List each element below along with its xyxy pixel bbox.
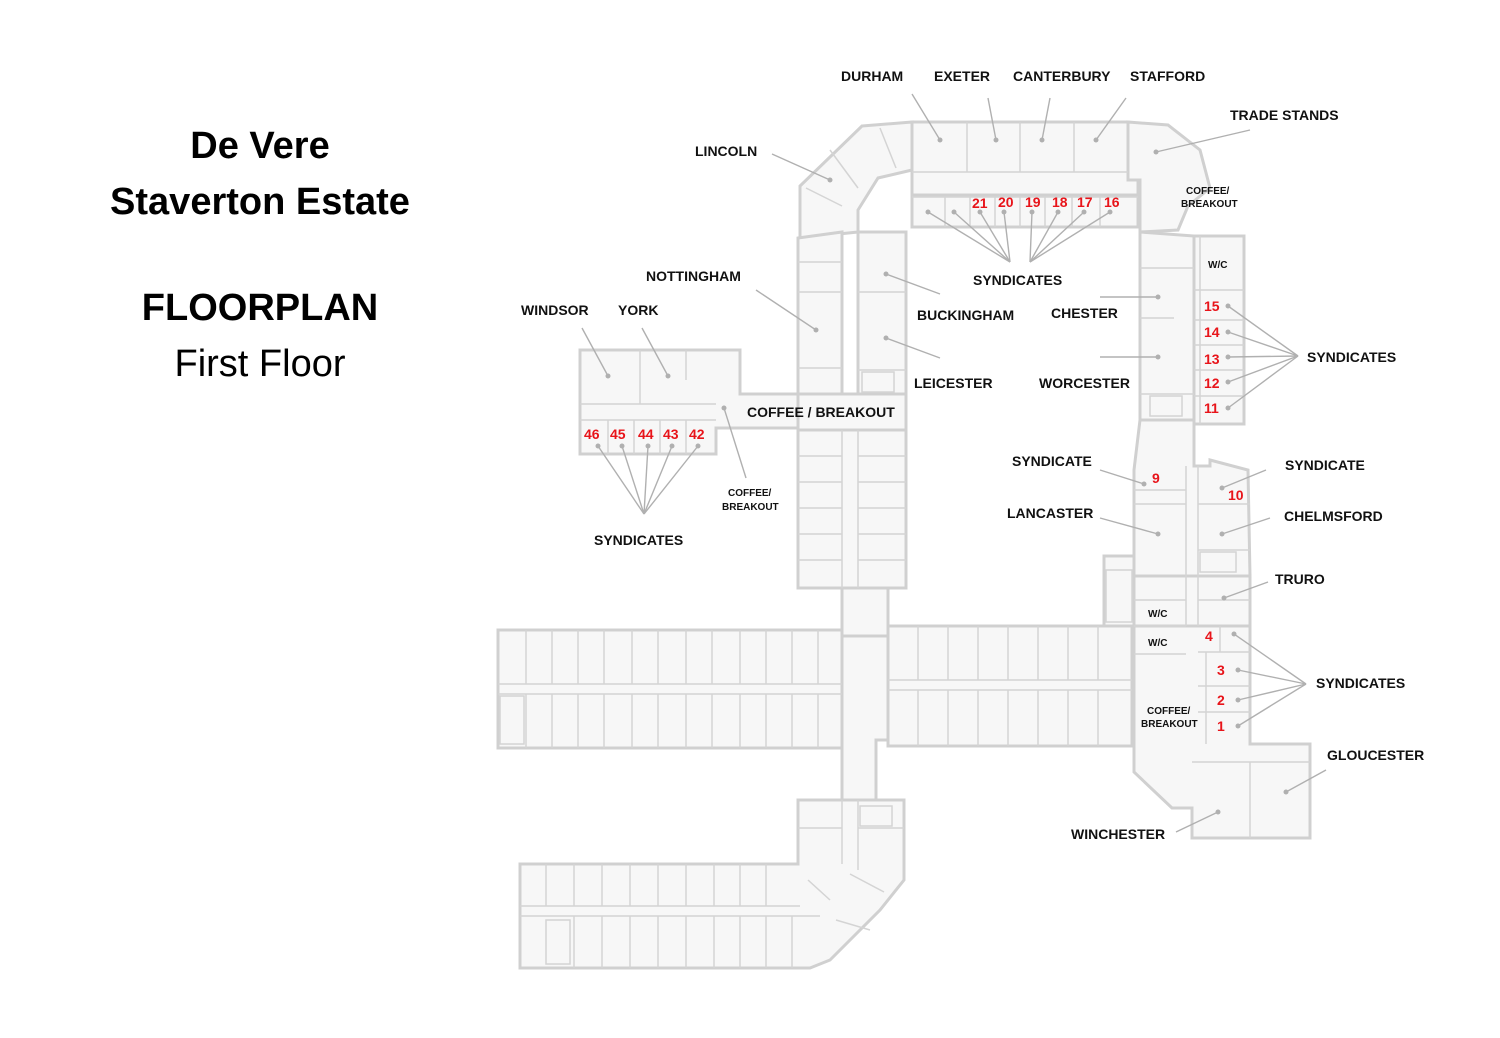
room-labels: DURHAM EXETER CANTERBURY STAFFORD TRADE … [521, 68, 1424, 842]
label-chester: CHESTER [1051, 305, 1118, 321]
label-wc-1: W/C [1148, 609, 1167, 620]
label-durham: DURHAM [841, 68, 903, 84]
central-stair [840, 586, 890, 638]
label-coffee-breakout-center: COFFEE / BREAKOUT [747, 404, 895, 420]
east-syndicates [1192, 234, 1246, 426]
label-coffee-left-1: COFFEE/ [728, 488, 772, 499]
label-buckingham: BUCKINGHAM [917, 307, 1014, 323]
trade-stands [1126, 120, 1212, 234]
west-wing [496, 628, 844, 750]
room-number-13: 13 [1204, 351, 1220, 367]
room-number-19: 19 [1025, 194, 1041, 210]
label-syndicates-top: SYNDICATES [973, 272, 1062, 288]
lincoln-wing [798, 120, 914, 240]
room-number-46: 46 [584, 426, 600, 442]
room-number-12: 12 [1204, 375, 1220, 391]
floor-name: First Floor [174, 343, 346, 385]
estate-name: Staverton Estate [110, 181, 410, 223]
label-canterbury: CANTERBURY [1013, 68, 1111, 84]
building-outline [496, 120, 1312, 970]
label-wc-right: W/C [1208, 260, 1227, 271]
label-coffee-top-1: COFFEE/ [1186, 186, 1230, 197]
room-number-45: 45 [610, 426, 626, 442]
label-syndicates-bottom: SYNDICATES [1316, 675, 1405, 691]
room-number-15: 15 [1204, 298, 1220, 314]
central-hub [840, 634, 890, 802]
label-leicester: LEICESTER [914, 375, 993, 391]
label-windsor: WINDSOR [521, 302, 589, 318]
room-numbers: 21 20 19 18 17 16 15 14 13 12 11 46 45 4… [584, 194, 1244, 734]
room-number-20: 20 [998, 194, 1014, 210]
north-wing [910, 120, 1140, 197]
label-lincoln: LINCOLN [695, 143, 757, 159]
floorplan-heading: FLOORPLAN [141, 287, 379, 329]
label-york: YORK [618, 302, 658, 318]
nottingham-wing [796, 230, 844, 396]
chester-wing [1138, 230, 1196, 422]
lancaster-stair [1102, 554, 1136, 628]
label-worcester: WORCESTER [1039, 375, 1130, 391]
room-number-3: 3 [1217, 662, 1225, 678]
label-wc-2: W/C [1148, 638, 1167, 649]
room-number-1: 1 [1217, 718, 1225, 734]
label-syndicate-10: SYNDICATE [1285, 457, 1365, 473]
east-wing [886, 624, 1134, 748]
room-number-11: 11 [1204, 400, 1219, 416]
label-syndicate-9: SYNDICATE [1012, 453, 1092, 469]
label-stafford: STAFFORD [1130, 68, 1205, 84]
room-number-9: 9 [1152, 470, 1160, 486]
label-syndicates-right: SYNDICATES [1307, 349, 1396, 365]
room-number-4: 4 [1205, 628, 1213, 644]
room-number-43: 43 [663, 426, 679, 442]
label-lancaster: LANCASTER [1007, 505, 1093, 521]
label-coffee-bottom-1: COFFEE/ [1147, 706, 1191, 717]
leader-lines [581, 93, 1327, 833]
label-coffee-top-2: BREAKOUT [1181, 199, 1238, 210]
room-number-42: 42 [689, 426, 705, 442]
label-truro: TRURO [1275, 571, 1325, 587]
label-nottingham: NOTTINGHAM [646, 268, 741, 284]
label-exeter: EXETER [934, 68, 990, 84]
label-gloucester: GLOUCESTER [1327, 747, 1424, 763]
room-number-44: 44 [638, 426, 654, 442]
label-trade-stands: TRADE STANDS [1230, 107, 1339, 123]
label-coffee-left-2: BREAKOUT [722, 502, 779, 513]
central-south-block [796, 428, 908, 590]
south-link [518, 798, 906, 970]
south-syndicates [1132, 624, 1312, 840]
label-syndicates-left: SYNDICATES [594, 532, 683, 548]
label-coffee-bottom-2: BREAKOUT [1141, 719, 1198, 730]
title-block: De Vere Staverton Estate FLOORPLAN First… [60, 118, 460, 392]
lancaster-block [1132, 418, 1252, 602]
label-winchester: WINCHESTER [1071, 826, 1165, 842]
room-number-14: 14 [1204, 324, 1220, 340]
room-number-18: 18 [1052, 194, 1068, 210]
north-syndicates [910, 193, 1140, 229]
venue-name: De Vere [190, 125, 330, 167]
inner-walls [498, 122, 1310, 968]
label-chelmsford: CHELMSFORD [1284, 508, 1383, 524]
room-number-21: 21 [972, 195, 988, 211]
room-number-10: 10 [1228, 487, 1244, 503]
room-number-16: 16 [1104, 194, 1120, 210]
room-number-2: 2 [1217, 692, 1225, 708]
room-number-17: 17 [1077, 194, 1093, 210]
